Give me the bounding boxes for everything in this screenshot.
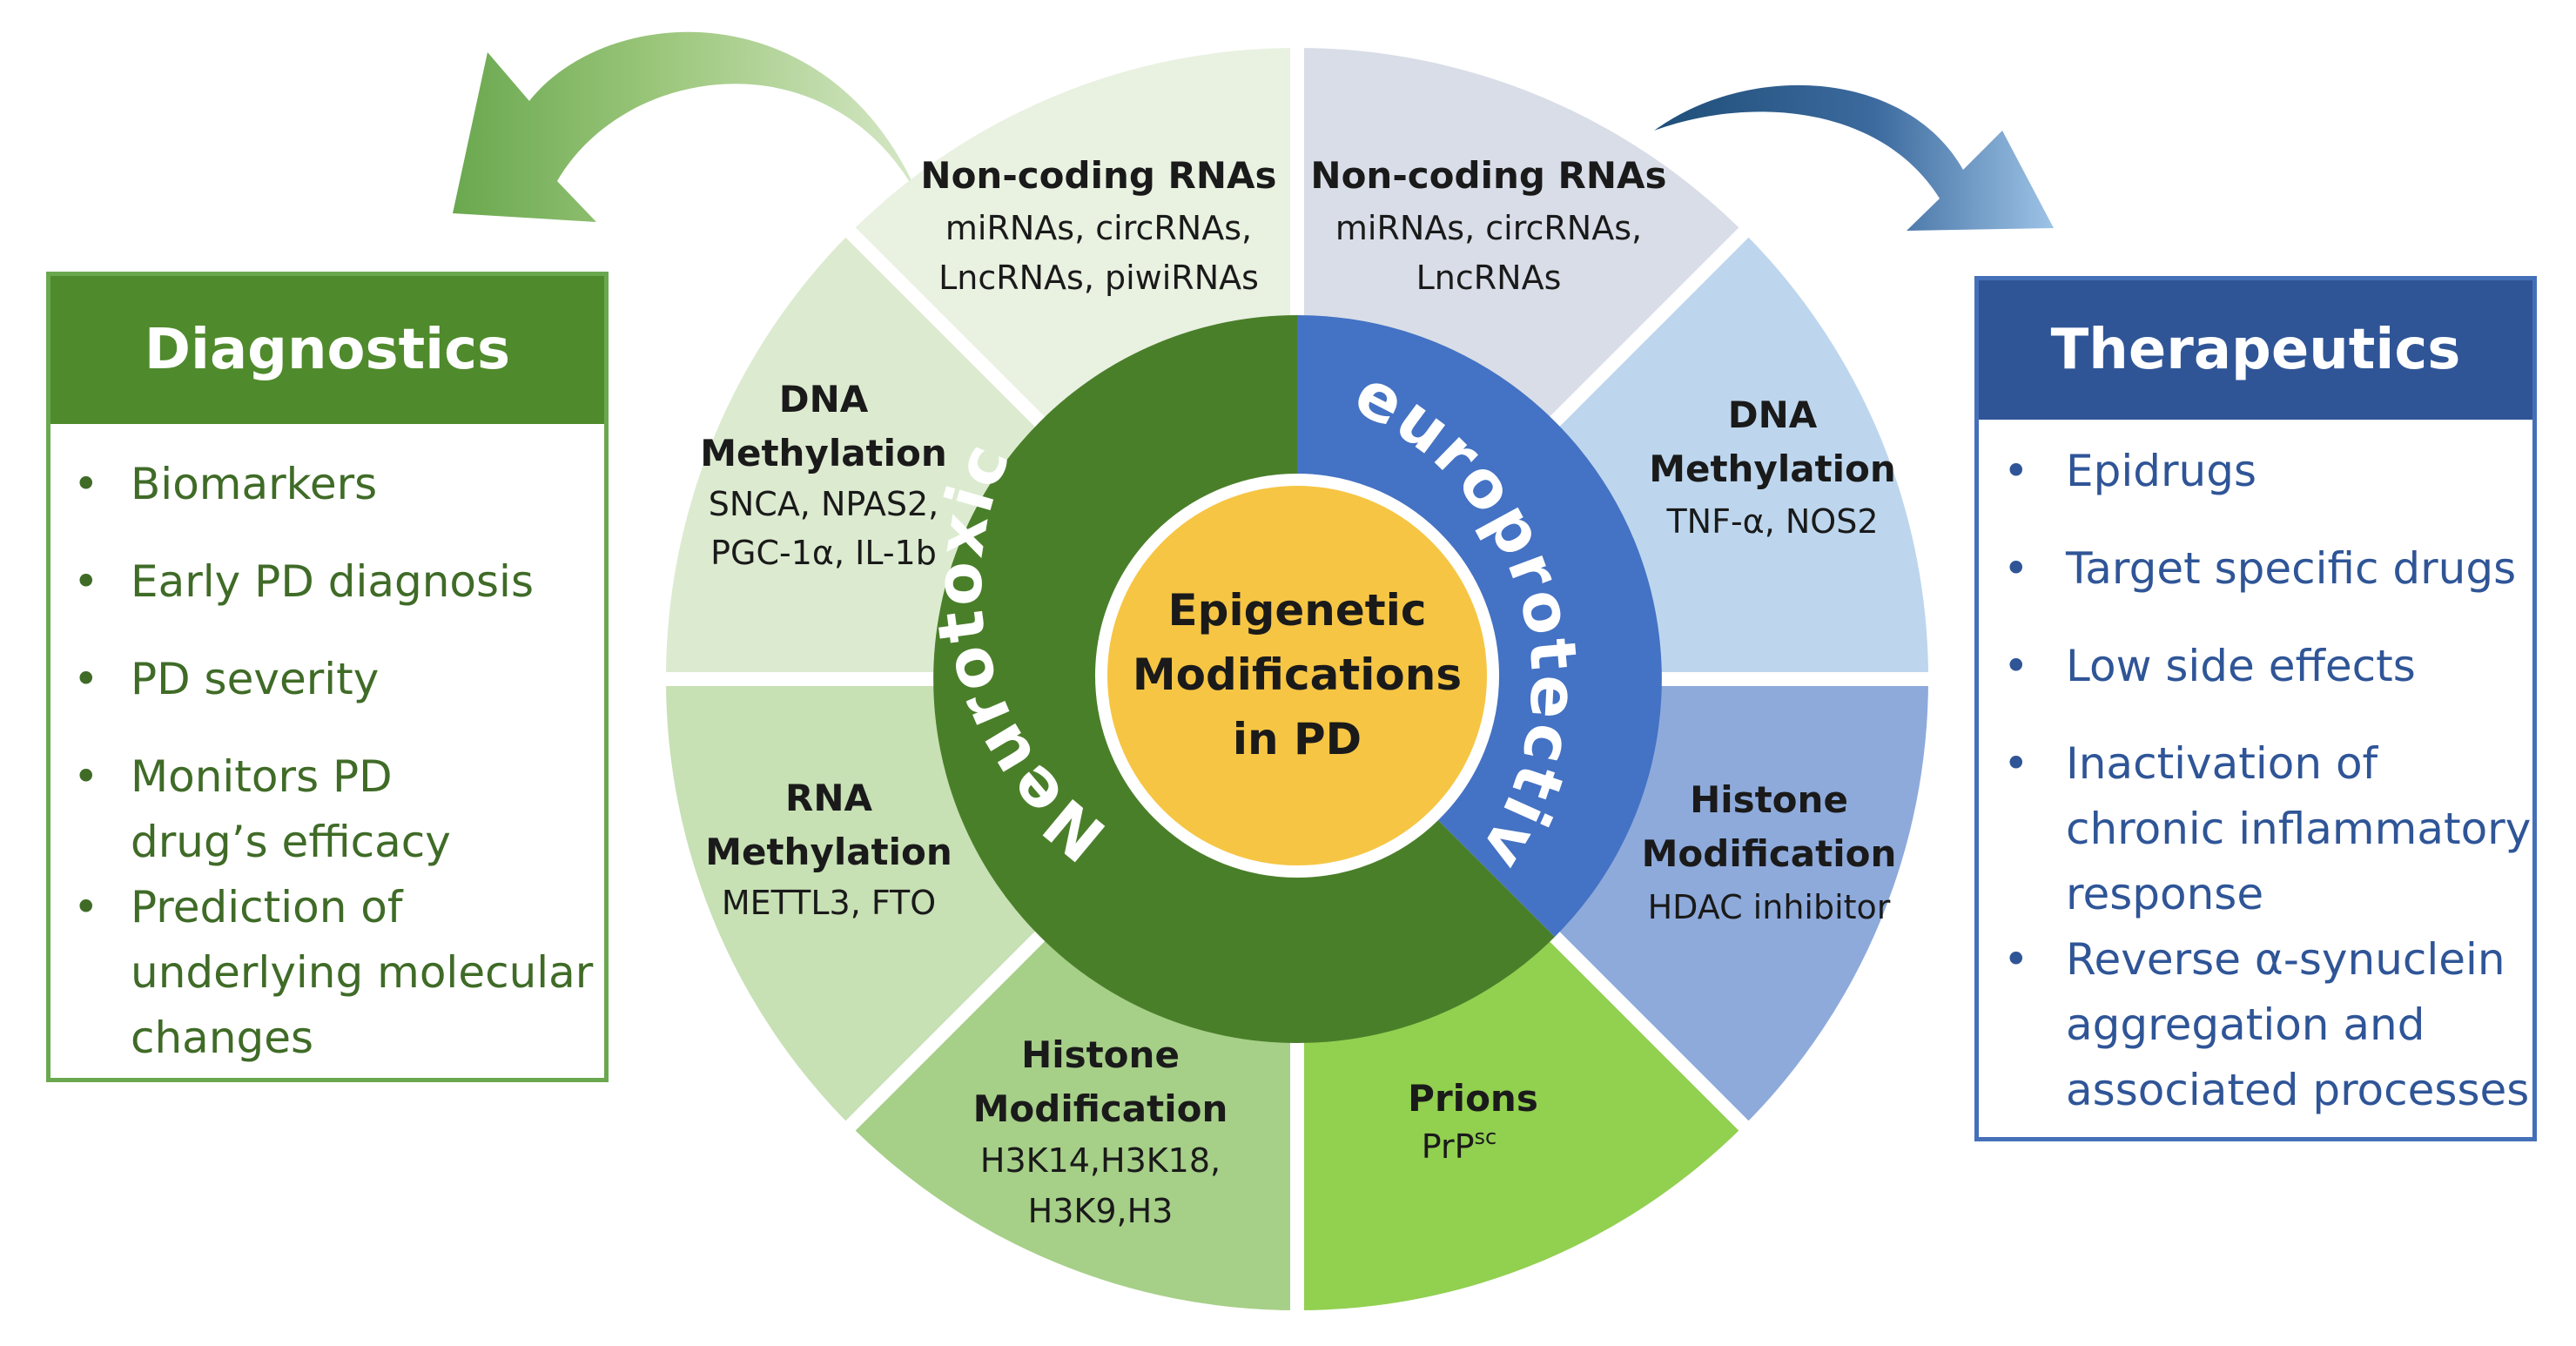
- dna-right-line1: TNF-α, NOS2: [1665, 502, 1878, 541]
- prions-title: Prions: [1408, 1077, 1538, 1120]
- list-item-line: changes: [131, 1013, 314, 1063]
- list-item-line: associated processes: [2066, 1065, 2530, 1115]
- list-item-line: chronic inflammatory: [2066, 804, 2532, 854]
- prions-body-main: PrP: [1422, 1127, 1475, 1166]
- center-title-line1: Epigenetic: [1168, 585, 1427, 636]
- list-item-line: underlying molecular: [131, 947, 594, 998]
- dna-left-line2: PGC-1α, IL-1b: [710, 534, 937, 572]
- ncrna-right-line2: LncRNAs: [1416, 259, 1562, 297]
- list-item-line: drug’s efficacy: [131, 817, 451, 867]
- ncrna-right-title: Non-coding RNAs: [1310, 154, 1666, 197]
- histone-right-line1: HDAC inhibitor: [1648, 888, 1891, 926]
- rna-left-title-1: RNA: [785, 777, 872, 819]
- segment-labels: Non-coding RNAs miRNAs, circRNAs, LncRNA…: [700, 154, 1896, 1230]
- list-item-line: Low side effects: [2066, 641, 2416, 691]
- histone-right-title-1: Histone: [1690, 778, 1848, 821]
- list-item-line: response: [2066, 869, 2264, 919]
- list-item-line: PD severity: [131, 654, 380, 704]
- dna-left-title-1: DNA: [779, 378, 869, 421]
- histone-left-line2: H3K9,H3: [1028, 1192, 1174, 1230]
- dna-left-line1: SNCA, NPAS2,: [709, 485, 939, 523]
- diagnostics-arrow: [453, 31, 921, 222]
- list-item-line: Biomarkers: [131, 459, 378, 509]
- list-item: PD severity: [73, 647, 604, 712]
- diagnostics-panel: Diagnostics BiomarkersEarly PD diagnosis…: [46, 272, 609, 1082]
- list-item-line: aggregation and: [2066, 999, 2425, 1050]
- list-item-line: Epidrugs: [2066, 446, 2257, 496]
- center-circle: [1095, 474, 1499, 878]
- list-item: Target specific drugs: [2003, 536, 2532, 602]
- histone-right-title-2: Modification: [1642, 832, 1897, 875]
- list-item-line: Inactivation of: [2066, 738, 2378, 789]
- ncrna-left-line2: LncRNAs, piwiRNAs: [938, 259, 1259, 297]
- prions-body: PrPsc: [1422, 1125, 1497, 1166]
- list-item-line: Monitors PD: [131, 751, 393, 802]
- therapeutics-panel: Therapeutics EpidrugsTarget specific dru…: [1974, 276, 2537, 1141]
- list-item: Monitors PD drug’s efficacy: [73, 744, 604, 875]
- center-title-line2: Modifications: [1133, 649, 1462, 700]
- list-item: Epidrugs: [2003, 439, 2532, 504]
- dna-right-title-2: Methylation: [1649, 448, 1896, 490]
- list-item: Prediction of underlying molecular changes: [73, 875, 604, 1071]
- list-item-line: Reverse α-synuclein: [2066, 934, 2505, 985]
- diagnostics-list: BiomarkersEarly PD diagnosis PD severityM…: [50, 424, 604, 1071]
- prions-body-sup: sc: [1475, 1125, 1497, 1149]
- histone-left-title-1: Histone: [1021, 1033, 1180, 1076]
- list-item-line: Early PD diagnosis: [131, 556, 534, 607]
- ncrna-left-title: Non-coding RNAs: [920, 154, 1276, 197]
- list-item: Biomarkers: [73, 452, 604, 517]
- list-item-line: Target specific drugs: [2066, 543, 2517, 594]
- therapeutics-arrow: [1654, 84, 2054, 231]
- therapeutics-title: Therapeutics: [1979, 280, 2532, 420]
- dna-right-title-1: DNA: [1728, 394, 1818, 436]
- rna-left-title-2: Methylation: [705, 831, 952, 873]
- center-title-line3: in PD: [1233, 714, 1362, 764]
- histone-left-title-2: Modification: [973, 1087, 1228, 1130]
- list-item: Reverse α-synuclein aggregation and associ…: [2003, 927, 2532, 1123]
- histone-left-line1: H3K14,H3K18,: [980, 1141, 1221, 1180]
- ncrna-right-line1: miRNAs, circRNAs,: [1335, 209, 1642, 247]
- therapeutics-list: EpidrugsTarget specific drugsLow side ef…: [1979, 420, 2532, 1123]
- list-item-line: Prediction of: [131, 882, 403, 932]
- center-title: Epigenetic Modifications in PD: [1133, 585, 1462, 764]
- ncrna-left-line1: miRNAs, circRNAs,: [945, 209, 1252, 247]
- dna-left-title-2: Methylation: [700, 432, 947, 474]
- rna-left-line1: METTL3, FTO: [722, 884, 936, 922]
- diagnostics-title: Diagnostics: [50, 276, 604, 424]
- list-item: Inactivation of chronic inflammatory respo…: [2003, 731, 2532, 927]
- list-item: Early PD diagnosis: [73, 549, 604, 615]
- list-item: Low side effects: [2003, 634, 2532, 699]
